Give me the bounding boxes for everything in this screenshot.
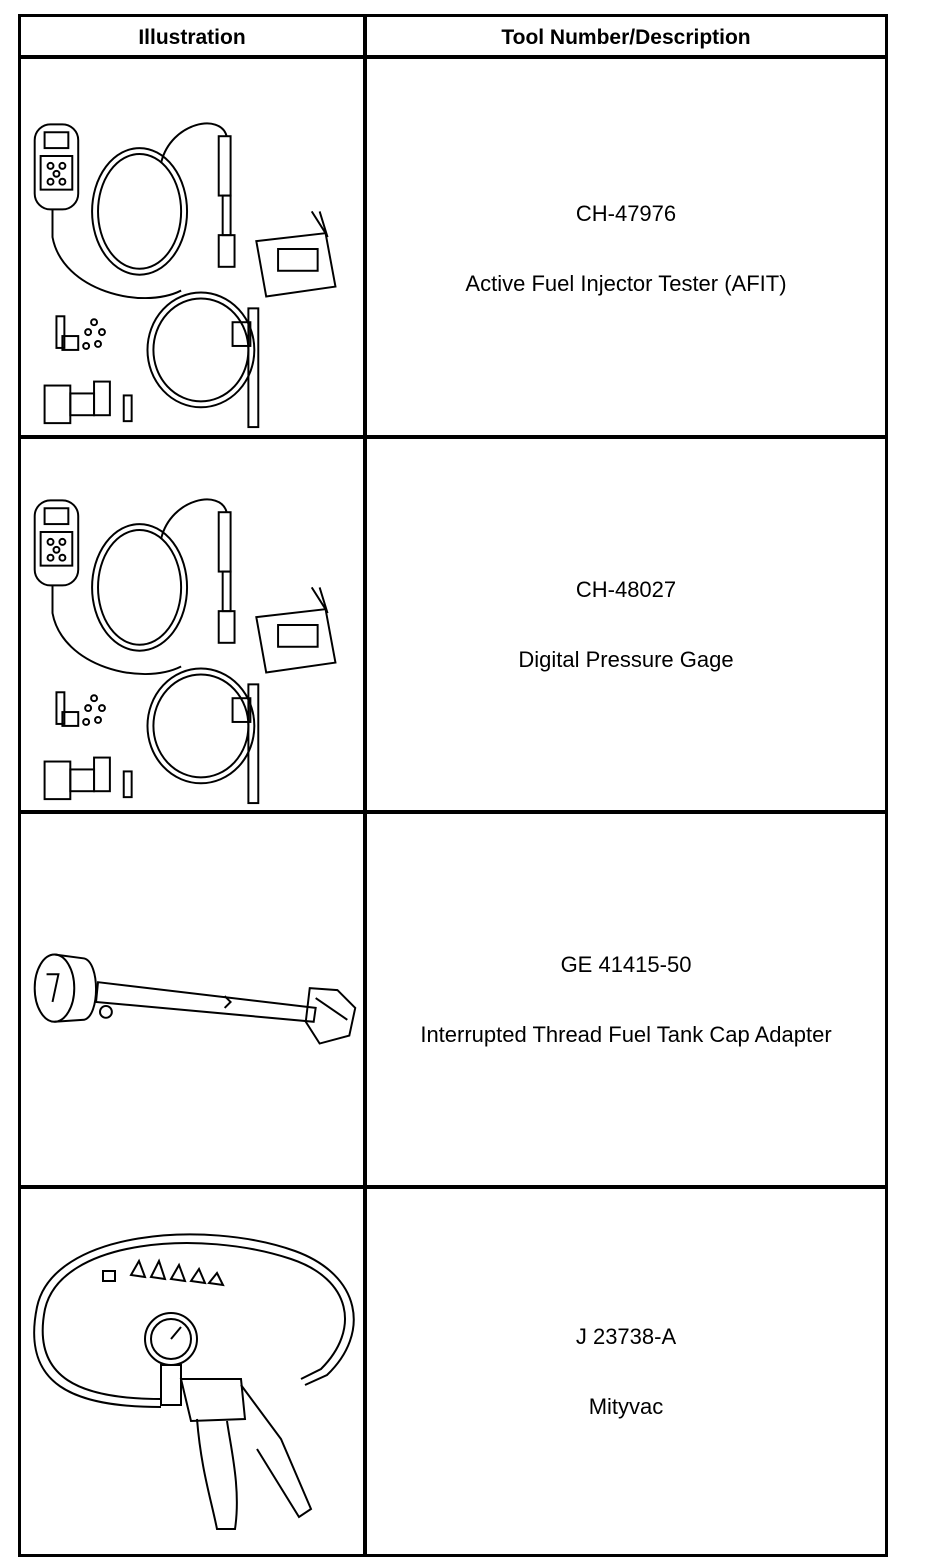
- tool-name: Mityvac: [588, 1393, 664, 1419]
- tool-name: Digital Pressure Gage: [518, 646, 734, 672]
- tool-description-cell: CH-48027 Digital Pressure Gage: [367, 439, 885, 810]
- tool-name: Active Fuel Injector Tester (AFIT): [465, 271, 787, 296]
- table-header: Illustration Tool Number/Description: [21, 17, 885, 59]
- tool-description-cell: J 23738-A Mityvac: [367, 1189, 885, 1554]
- tool-description-cell: CH-47976 Active Fuel Injector Tester (AF…: [367, 63, 885, 435]
- tool-number: J 23738-A: [575, 1323, 677, 1349]
- tool-name: Interrupted Thread Fuel Tank Cap Adapter: [420, 1021, 832, 1047]
- tool-number: CH-48027: [575, 576, 677, 602]
- table-row: GE 41415-50 Interrupted Thread Fuel Tank…: [21, 814, 885, 1189]
- table-row: CH-48027 Digital Pressure Gage: [21, 439, 885, 814]
- digital-pressure-gage-kit-icon: [21, 439, 363, 810]
- column-divider: [363, 17, 367, 1554]
- tool-table: Illustration Tool Number/Description: [18, 14, 888, 1557]
- fuel-tank-cap-adapter-icon: [21, 814, 363, 1185]
- tool-number: CH-47976: [575, 201, 677, 226]
- mityvac-vacuum-pump-icon: [21, 1189, 363, 1554]
- tool-number: GE 41415-50: [560, 951, 692, 977]
- table-row: J 23738-A Mityvac: [21, 1189, 885, 1554]
- header-tool-description: Tool Number/Description: [501, 26, 751, 49]
- fuel-injector-tester-kit-icon: [21, 63, 363, 435]
- header-illustration: Illustration: [138, 26, 246, 49]
- tool-description-cell: GE 41415-50 Interrupted Thread Fuel Tank…: [367, 814, 885, 1185]
- table-row: CH-47976 Active Fuel Injector Tester (AF…: [21, 63, 885, 439]
